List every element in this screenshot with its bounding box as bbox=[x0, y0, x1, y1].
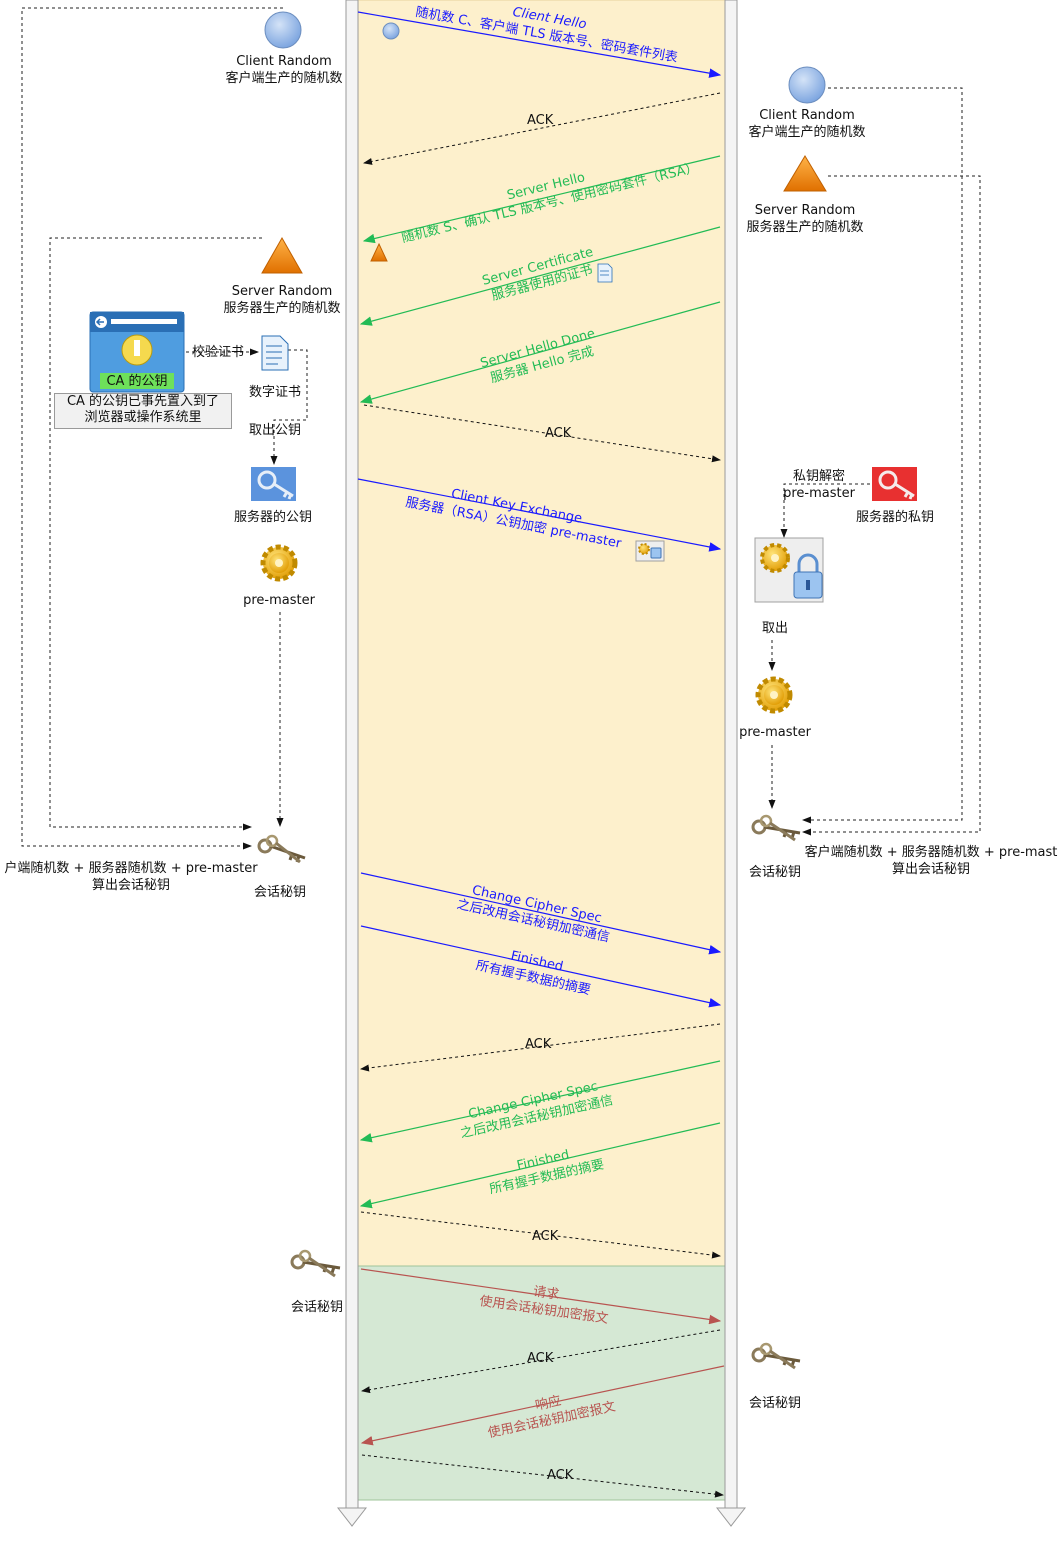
digital-cert-icon bbox=[261, 335, 289, 371]
decrypt-line1: 私钥解密 bbox=[792, 469, 845, 484]
server-random-label-server: Server Random 服务器生产的随机数 bbox=[735, 202, 875, 236]
client-random-label: Client Random 客户端生产的随机数 bbox=[214, 53, 354, 87]
server-hello-arrow bbox=[362, 155, 721, 244]
client-hello-arrow bbox=[357, 11, 722, 78]
formula-line1-client: 户端随机数 + 服务器随机数 + pre-master bbox=[4, 861, 258, 876]
take-pubkey-connector bbox=[270, 349, 308, 465]
server-random-label-client: Server Random 服务器生产的随机数 bbox=[212, 283, 352, 317]
takeout-label: 取出 bbox=[761, 621, 788, 636]
formula-line2-client: 算出会话秘钥 bbox=[91, 878, 170, 893]
server-cert-doc-icon bbox=[597, 263, 613, 283]
server-random-title-server: Server Random bbox=[754, 203, 856, 218]
ack-label-3: ACK bbox=[525, 1037, 552, 1052]
server-cert-arrow bbox=[359, 226, 721, 326]
ack-arrow-3 bbox=[360, 1023, 721, 1072]
encrypted-premaster-icon bbox=[754, 537, 824, 603]
ccs-server-arrow bbox=[359, 1060, 721, 1143]
client-random-label-server: Client Random 客户端生产的随机数 bbox=[737, 107, 877, 141]
fin-server-arrow bbox=[359, 1122, 721, 1209]
session-key-icon-client bbox=[257, 834, 306, 864]
ca-pubkey-label: CA 的公钥 bbox=[106, 374, 168, 389]
random-s-triangle-icon bbox=[370, 242, 388, 262]
ack-arrow-5 bbox=[361, 1329, 721, 1394]
server-pubkey-label: 服务器的公钥 bbox=[233, 510, 312, 525]
client-random-desc: 客户端生产的随机数 bbox=[225, 71, 343, 86]
data-transfer-region bbox=[357, 1265, 729, 1501]
session-key-label-server: 会话秘钥 bbox=[748, 865, 801, 880]
verify-cert-label: 校验证书 bbox=[192, 345, 245, 360]
client-lifeline bbox=[336, 0, 368, 1527]
ack-label-5: ACK bbox=[527, 1351, 554, 1366]
session-key-label-client-2: 会话秘钥 bbox=[290, 1300, 343, 1315]
client-random-connector-server bbox=[802, 87, 963, 824]
formula-line1-server: 客户端随机数 + 服务器随机数 + pre-mast bbox=[804, 845, 1058, 860]
session-key-label-server-2: 会话秘钥 bbox=[748, 1396, 801, 1411]
ccs-client-arrow bbox=[360, 872, 722, 955]
ack-arrow-2 bbox=[363, 404, 721, 463]
server-public-key-icon bbox=[251, 467, 296, 501]
ack-label-6: ACK bbox=[547, 1468, 574, 1483]
random-c-circle-icon bbox=[382, 22, 400, 40]
ack-label-1: ACK bbox=[527, 113, 554, 128]
server-lifeline bbox=[715, 0, 747, 1527]
session-key-icon-client-2 bbox=[290, 1249, 341, 1278]
premaster-label-client: pre-master bbox=[243, 593, 315, 608]
privkey-connector bbox=[780, 483, 870, 538]
session-key-icon-server-2 bbox=[751, 1342, 801, 1370]
ca-note-box: CA 的公钥已事先置入到了 浏览器或操作系统里 bbox=[54, 393, 232, 429]
server-random-connector-server bbox=[802, 175, 981, 836]
client-random-circle-icon bbox=[264, 11, 302, 49]
decrypt-line2: pre-master bbox=[783, 486, 855, 501]
ca-note-line2: 浏览器或操作系统里 bbox=[84, 410, 202, 425]
digital-cert-label: 数字证书 bbox=[248, 385, 301, 400]
server-random-triangle-icon-server bbox=[783, 155, 827, 192]
server-random-title: Server Random bbox=[231, 284, 333, 299]
server-random-desc-server: 服务器生产的随机数 bbox=[746, 220, 864, 235]
ack-label-2: ACK bbox=[545, 426, 572, 441]
ack-arrow-1 bbox=[363, 92, 721, 165]
premaster-gear-icon-server bbox=[755, 676, 793, 714]
ack-arrow-4 bbox=[360, 1211, 721, 1259]
small-encrypted-icon bbox=[635, 540, 665, 562]
server-privkey-label: 服务器的私钥 bbox=[855, 510, 934, 525]
request-arrow bbox=[360, 1268, 722, 1325]
premaster-gear-icon-client bbox=[260, 544, 298, 582]
take-pubkey-label: 取出公钥 bbox=[248, 423, 301, 438]
server-random-connector-client bbox=[49, 237, 262, 831]
handshake-region bbox=[357, 0, 729, 1267]
server-random-desc: 服务器生产的随机数 bbox=[223, 301, 341, 316]
session-key-label-client: 会话秘钥 bbox=[253, 885, 306, 900]
client-random-title: Client Random bbox=[236, 54, 332, 69]
server-done-arrow bbox=[359, 301, 721, 404]
ack-label-4: ACK bbox=[532, 1229, 559, 1244]
formula-label-server: 客户端随机数 + 服务器随机数 + pre-mast 算出会话秘钥 bbox=[798, 844, 1064, 878]
premaster-label-server: pre-master bbox=[739, 725, 811, 740]
formula-line2-server: 算出会话秘钥 bbox=[891, 862, 970, 877]
formula-label-client: 户端随机数 + 服务器随机数 + pre-master 算出会话秘钥 bbox=[0, 860, 262, 894]
server-private-key-icon bbox=[872, 467, 917, 501]
client-random-circle-icon-server bbox=[788, 66, 826, 104]
client-key-arrow bbox=[357, 478, 722, 552]
decrypt-label: 私钥解密 pre-master bbox=[774, 468, 864, 502]
session-key-icon-server bbox=[751, 814, 801, 842]
response-arrow bbox=[360, 1365, 725, 1446]
client-random-desc-server: 客户端生产的随机数 bbox=[748, 125, 866, 140]
client-random-title-server: Client Random bbox=[759, 108, 855, 123]
client-random-connector bbox=[21, 7, 283, 850]
fin-client-arrow bbox=[360, 925, 722, 1008]
ack-arrow-6 bbox=[361, 1454, 724, 1498]
ca-note-line1: CA 的公钥已事先置入到了 bbox=[66, 394, 220, 409]
server-random-triangle-icon bbox=[261, 236, 303, 274]
ca-browser-icon bbox=[89, 311, 185, 393]
